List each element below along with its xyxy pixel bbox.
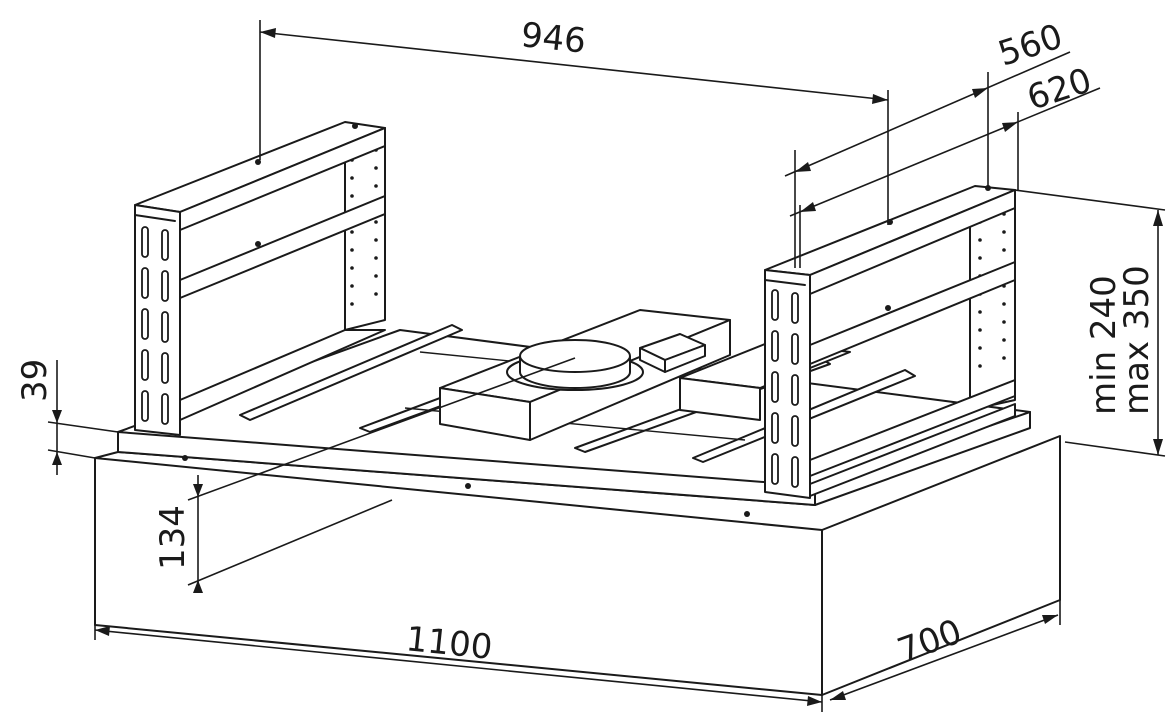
- dimension-946: 946: [259, 15, 889, 225]
- dimension-134: 134: [153, 357, 576, 593]
- dimension-1100: 1100: [94, 619, 823, 712]
- dimension-height-max-label: max 350: [1117, 265, 1157, 415]
- dimension-39-label: 39: [15, 359, 55, 402]
- dimension-134-label: 134: [153, 505, 193, 570]
- dimension-39: 39: [15, 359, 119, 475]
- dimension-height-range: min 240 max 350: [1014, 189, 1166, 457]
- dimension-height-min-label: min 240: [1084, 275, 1124, 415]
- dimension-946-label: 946: [519, 15, 588, 62]
- left-bracket: [134, 121, 386, 436]
- dimension-1100-label: 1100: [404, 619, 494, 668]
- fan-outlet: [506, 339, 644, 391]
- dimension-620-label: 620: [1022, 60, 1096, 118]
- right-bracket: [764, 185, 1016, 499]
- dimension-560-label: 560: [993, 16, 1067, 74]
- right-bracket-holes: [978, 212, 1006, 368]
- control-block: [639, 333, 706, 373]
- right-post-slots: [771, 289, 799, 488]
- left-post-slots: [141, 226, 169, 425]
